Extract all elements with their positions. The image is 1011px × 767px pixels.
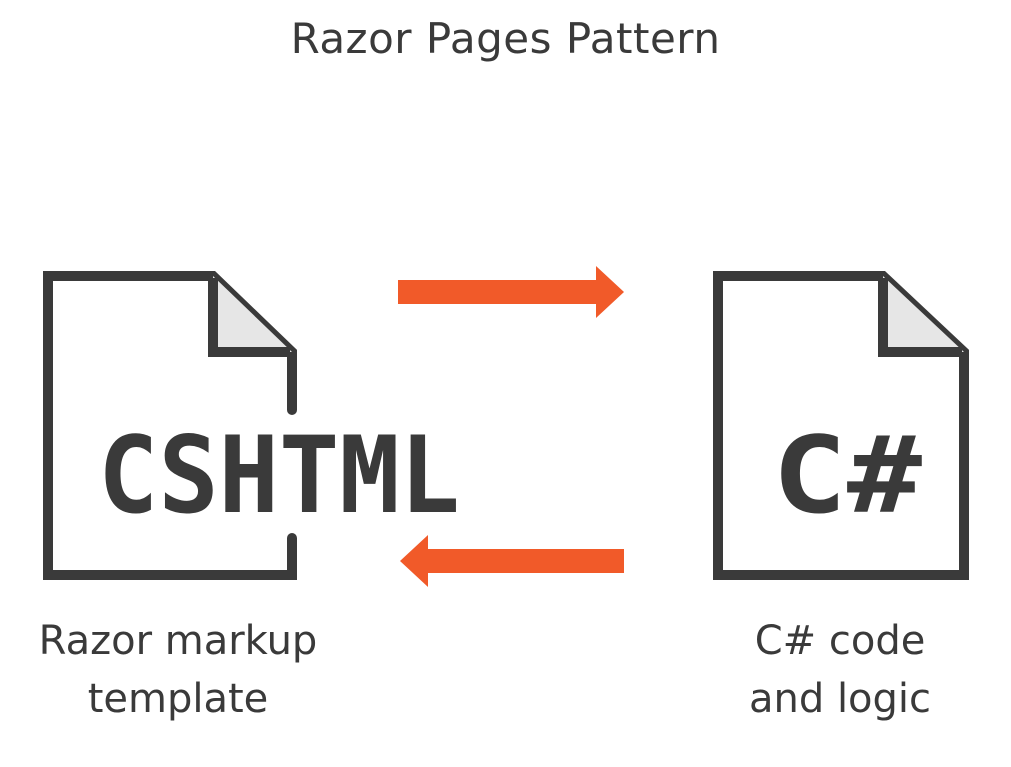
- csharp-caption-line2: and logic: [748, 676, 932, 722]
- cshtml-document-icon: [43, 271, 297, 580]
- cshtml-caption-line2: template: [87, 676, 269, 722]
- arrow-right-icon: [398, 266, 624, 318]
- csharp-caption: C# code and logic: [690, 612, 990, 728]
- csharp-document-icon: [713, 271, 969, 580]
- arrow-left-icon: [400, 535, 624, 587]
- csharp-caption-line1: C# code: [754, 618, 926, 664]
- cshtml-label: CSHTML: [98, 414, 460, 537]
- csharp-label: C#: [772, 414, 922, 537]
- page-title: Razor Pages Pattern: [290, 14, 721, 63]
- cshtml-caption: Razor markup template: [0, 612, 356, 728]
- cshtml-caption-line1: Razor markup: [38, 618, 318, 664]
